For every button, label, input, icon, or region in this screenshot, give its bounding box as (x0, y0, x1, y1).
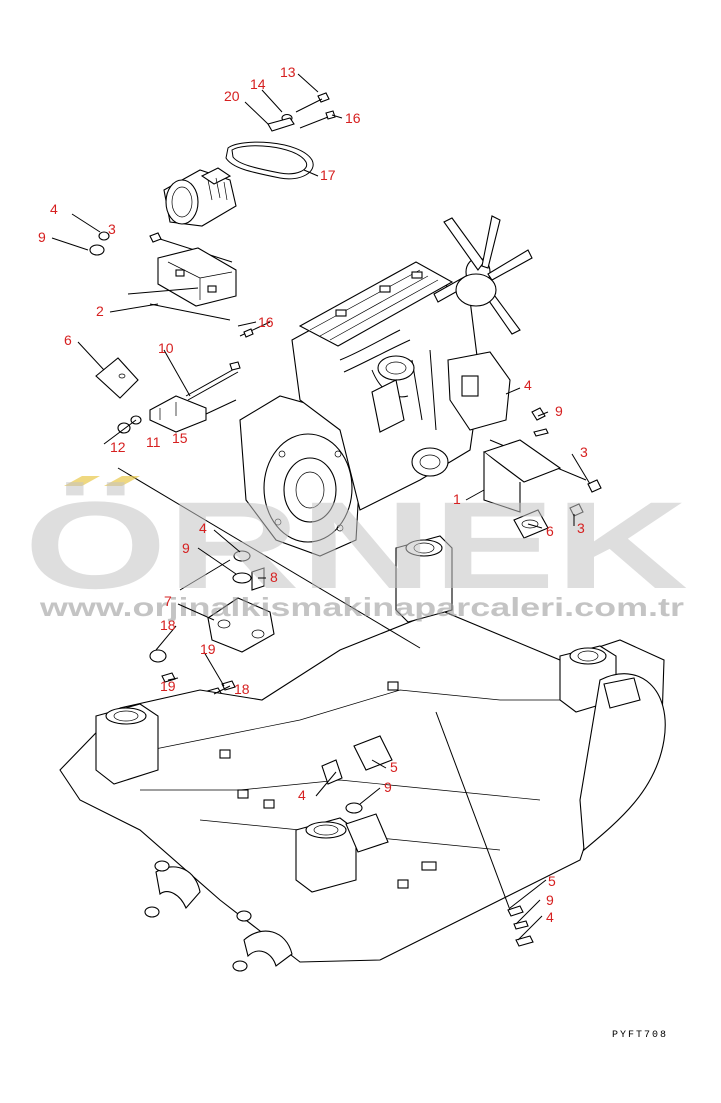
frame-chassis (59, 467, 666, 972)
callout-label: 16 (345, 110, 361, 126)
callout-label: 17 (320, 167, 336, 183)
callout-label: 3 (577, 520, 585, 536)
callout-leaders (51, 73, 591, 941)
callout-label: 20 (224, 88, 240, 104)
callout-label: 2 (96, 303, 104, 319)
watermark-accent-right (104, 476, 140, 486)
engine-assembly (239, 215, 533, 557)
watermark-url: www.orjinalkismakinaparcaleri.com.tr (39, 592, 684, 622)
callout-label: 6 (546, 523, 554, 539)
callout-label: 4 (524, 377, 532, 393)
callout-label: 4 (199, 520, 207, 536)
callout-labels: 13 14 20 16 17 4 3 9 2 16 6 10 12 11 15 … (38, 64, 588, 925)
callout-label: 3 (108, 221, 116, 237)
callout-label: 3 (580, 444, 588, 460)
callout-label: 7 (164, 593, 172, 609)
callout-label: 5 (548, 873, 556, 889)
right-engine-mount (482, 407, 602, 539)
callout-label: 13 (280, 64, 296, 80)
callout-label: 10 (158, 340, 174, 356)
watermark-text: ÖRNEK (24, 477, 688, 615)
fan (433, 215, 533, 335)
callout-label: 12 (110, 439, 126, 455)
watermark-accent-left (64, 476, 100, 486)
callout-label: 9 (38, 229, 46, 245)
callout-label: 8 (270, 569, 278, 585)
callout-label: 1 (453, 491, 461, 507)
callout-label: 18 (234, 681, 250, 697)
callout-label: 6 (64, 332, 72, 348)
callout-label: 4 (298, 787, 306, 803)
callout-label: 18 (160, 617, 176, 633)
callout-label: 19 (200, 641, 216, 657)
callout-label: 15 (172, 430, 188, 446)
callout-label: 16 (258, 314, 274, 330)
callout-label: 9 (384, 779, 392, 795)
callout-label: 4 (546, 909, 554, 925)
callout-label: 11 (146, 434, 161, 450)
callout-label: 19 (160, 678, 176, 694)
drawing-code: PYFT708 (612, 1030, 668, 1041)
callout-label: 9 (546, 892, 554, 908)
callout-label: 5 (390, 759, 398, 775)
callout-label: 9 (182, 540, 190, 556)
callout-label: 4 (50, 201, 58, 217)
alternator-assembly (89, 92, 336, 445)
watermark: ÖRNEK www.orjinalkismakinaparcaleri.com.… (24, 476, 688, 622)
callout-label: 9 (555, 403, 563, 419)
callout-label: 14 (250, 76, 266, 92)
